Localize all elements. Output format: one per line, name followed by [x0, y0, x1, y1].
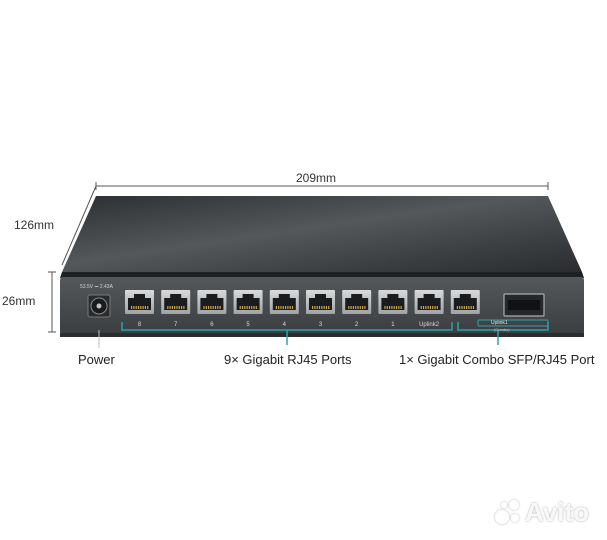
rj45-port-group [125, 290, 480, 314]
port-number-label: 1 [391, 322, 395, 328]
sfp-port [503, 293, 545, 317]
rj45-port [269, 290, 299, 314]
depth-dimension-label: 126mm [14, 218, 55, 232]
combo-port-callout: 1× Gigabit Combo SFP/RJ45 Port [399, 352, 595, 367]
depth-dimension-line [61, 185, 97, 266]
rj45-port [197, 290, 227, 314]
uplink1-label: Uplink1 [491, 320, 508, 326]
rj45-port [233, 290, 263, 314]
rj45-ports-callout: 9× Gigabit RJ45 Ports [224, 352, 352, 367]
rj45-port [306, 290, 335, 314]
rj45-port [342, 290, 372, 314]
port-number-label: 5 [246, 322, 250, 328]
rj45-port [161, 290, 191, 314]
power-jack [87, 294, 111, 318]
rj45-port [125, 290, 154, 314]
power-callout: Power [78, 352, 115, 367]
port-number-label: 3 [318, 322, 323, 328]
switch-top-surface [62, 196, 582, 272]
power-rating-label: 53.5V ⎓ 2.43A [80, 284, 113, 290]
height-dimension-line [48, 271, 56, 333]
avito-dots-icon [494, 499, 521, 526]
port-number-label: 7 [174, 322, 178, 328]
rj45-port [450, 290, 480, 314]
avito-watermark: Avito [494, 497, 589, 528]
port-number-label: 6 [210, 322, 214, 328]
port-number-label: 2 [355, 322, 359, 328]
height-dimension-label: 26mm [2, 294, 36, 308]
port-number-label: 4 [282, 322, 286, 328]
rj45-port [414, 290, 444, 314]
port-number-label: 8 [137, 322, 142, 328]
port-number-label: Uplink2 [419, 322, 440, 328]
watermark-text: Avito [524, 497, 589, 527]
rj45-port [378, 290, 408, 314]
combo-label: (Combo) [494, 327, 510, 332]
width-dimension-label: 209mm [296, 171, 337, 185]
